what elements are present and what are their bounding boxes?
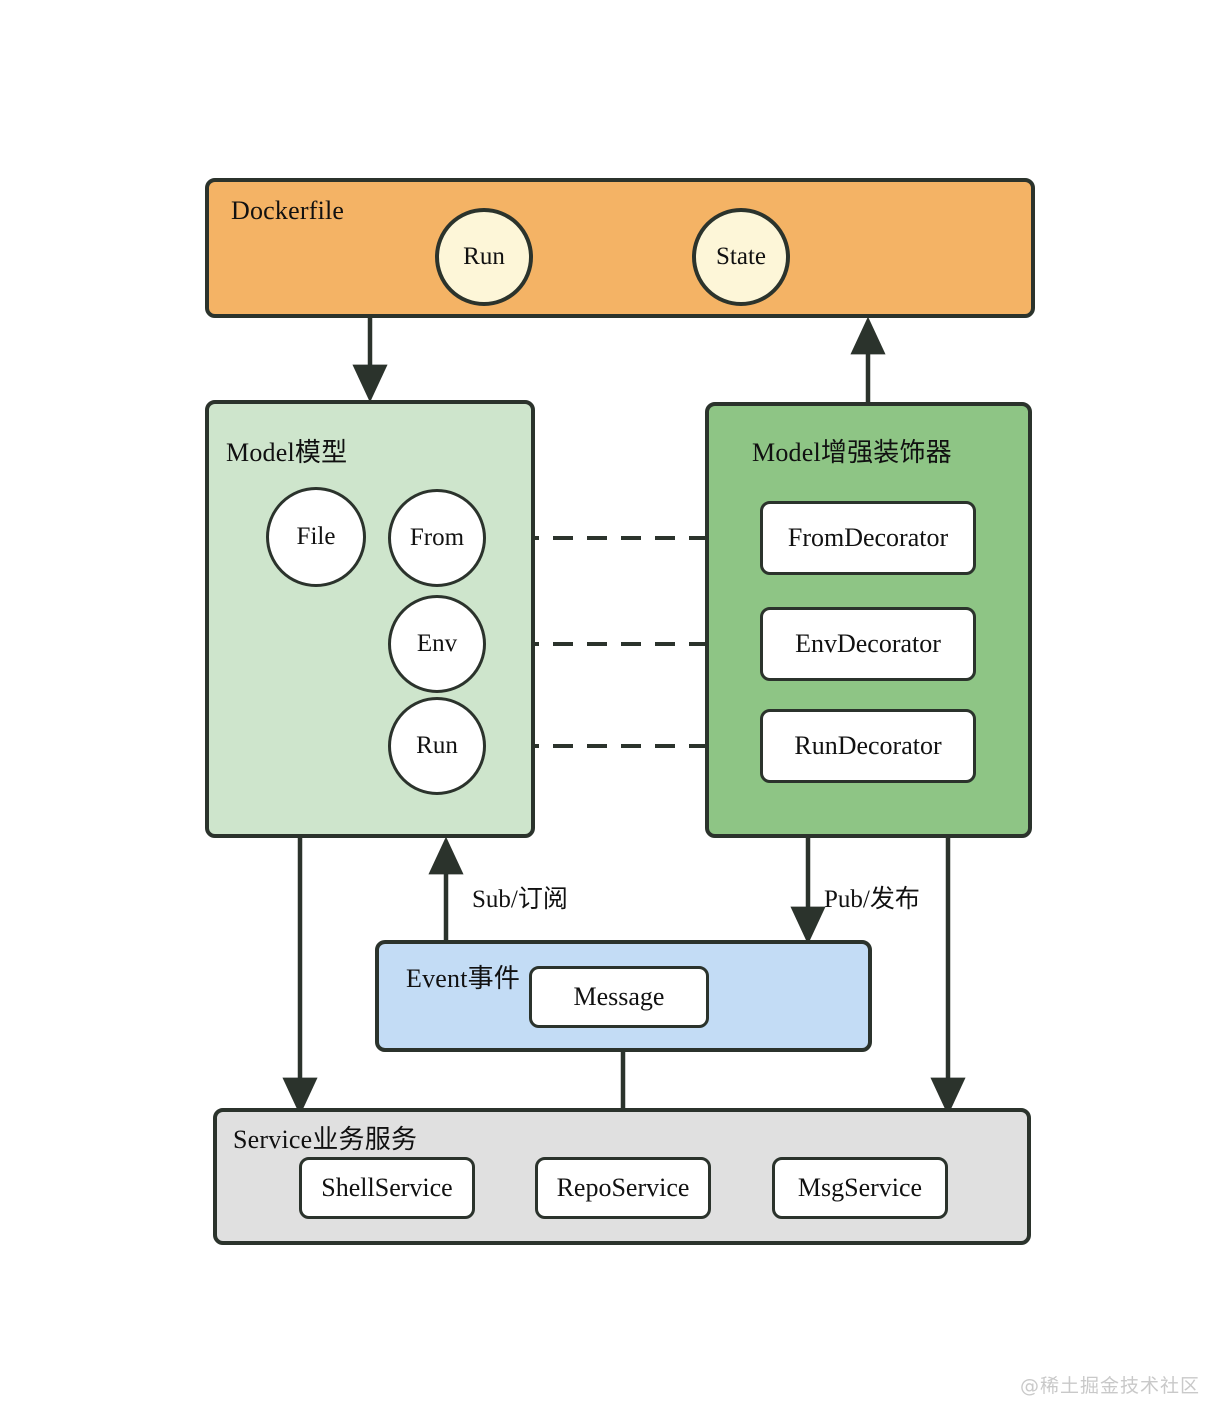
node-repo-service[interactable]: RepoService bbox=[535, 1157, 711, 1219]
node-run-decorator[interactable]: RunDecorator bbox=[760, 709, 976, 783]
node-model-file[interactable]: File bbox=[266, 487, 366, 587]
group-model[interactable] bbox=[205, 400, 535, 838]
node-dockerfile-state-label: State bbox=[716, 243, 766, 270]
node-run-decorator-label: RunDecorator bbox=[794, 731, 942, 760]
edge-label-pub: Pub/发布 bbox=[824, 886, 920, 913]
node-env-decorator-label: EnvDecorator bbox=[795, 629, 941, 658]
node-event-message[interactable]: Message bbox=[529, 966, 709, 1028]
node-env-decorator[interactable]: EnvDecorator bbox=[760, 607, 976, 681]
edge-label-sub: Sub/订阅 bbox=[472, 886, 568, 913]
node-event-message-label: Message bbox=[573, 982, 665, 1011]
node-model-run-label: Run bbox=[416, 732, 458, 759]
node-dockerfile-state[interactable]: State bbox=[692, 208, 790, 306]
node-repo-service-label: RepoService bbox=[556, 1173, 690, 1202]
node-model-from[interactable]: From bbox=[388, 489, 486, 587]
node-model-from-label: From bbox=[409, 524, 465, 551]
node-model-env[interactable]: Env bbox=[388, 595, 486, 693]
node-model-env-label: Env bbox=[416, 630, 458, 657]
node-msg-service-label: MsgService bbox=[797, 1173, 923, 1202]
node-dockerfile-run-label: Run bbox=[463, 243, 505, 270]
node-model-file-label: File bbox=[296, 523, 336, 550]
node-dockerfile-run[interactable]: Run bbox=[435, 208, 533, 306]
node-from-decorator-label: FromDecorator bbox=[787, 523, 949, 552]
node-msg-service[interactable]: MsgService bbox=[772, 1157, 948, 1219]
node-shell-service[interactable]: ShellService bbox=[299, 1157, 475, 1219]
node-from-decorator[interactable]: FromDecorator bbox=[760, 501, 976, 575]
node-model-run[interactable]: Run bbox=[388, 697, 486, 795]
node-shell-service-label: ShellService bbox=[321, 1173, 453, 1202]
watermark: @稀土掘金技术社区 bbox=[1019, 1375, 1200, 1397]
group-dockerfile[interactable] bbox=[205, 178, 1035, 318]
